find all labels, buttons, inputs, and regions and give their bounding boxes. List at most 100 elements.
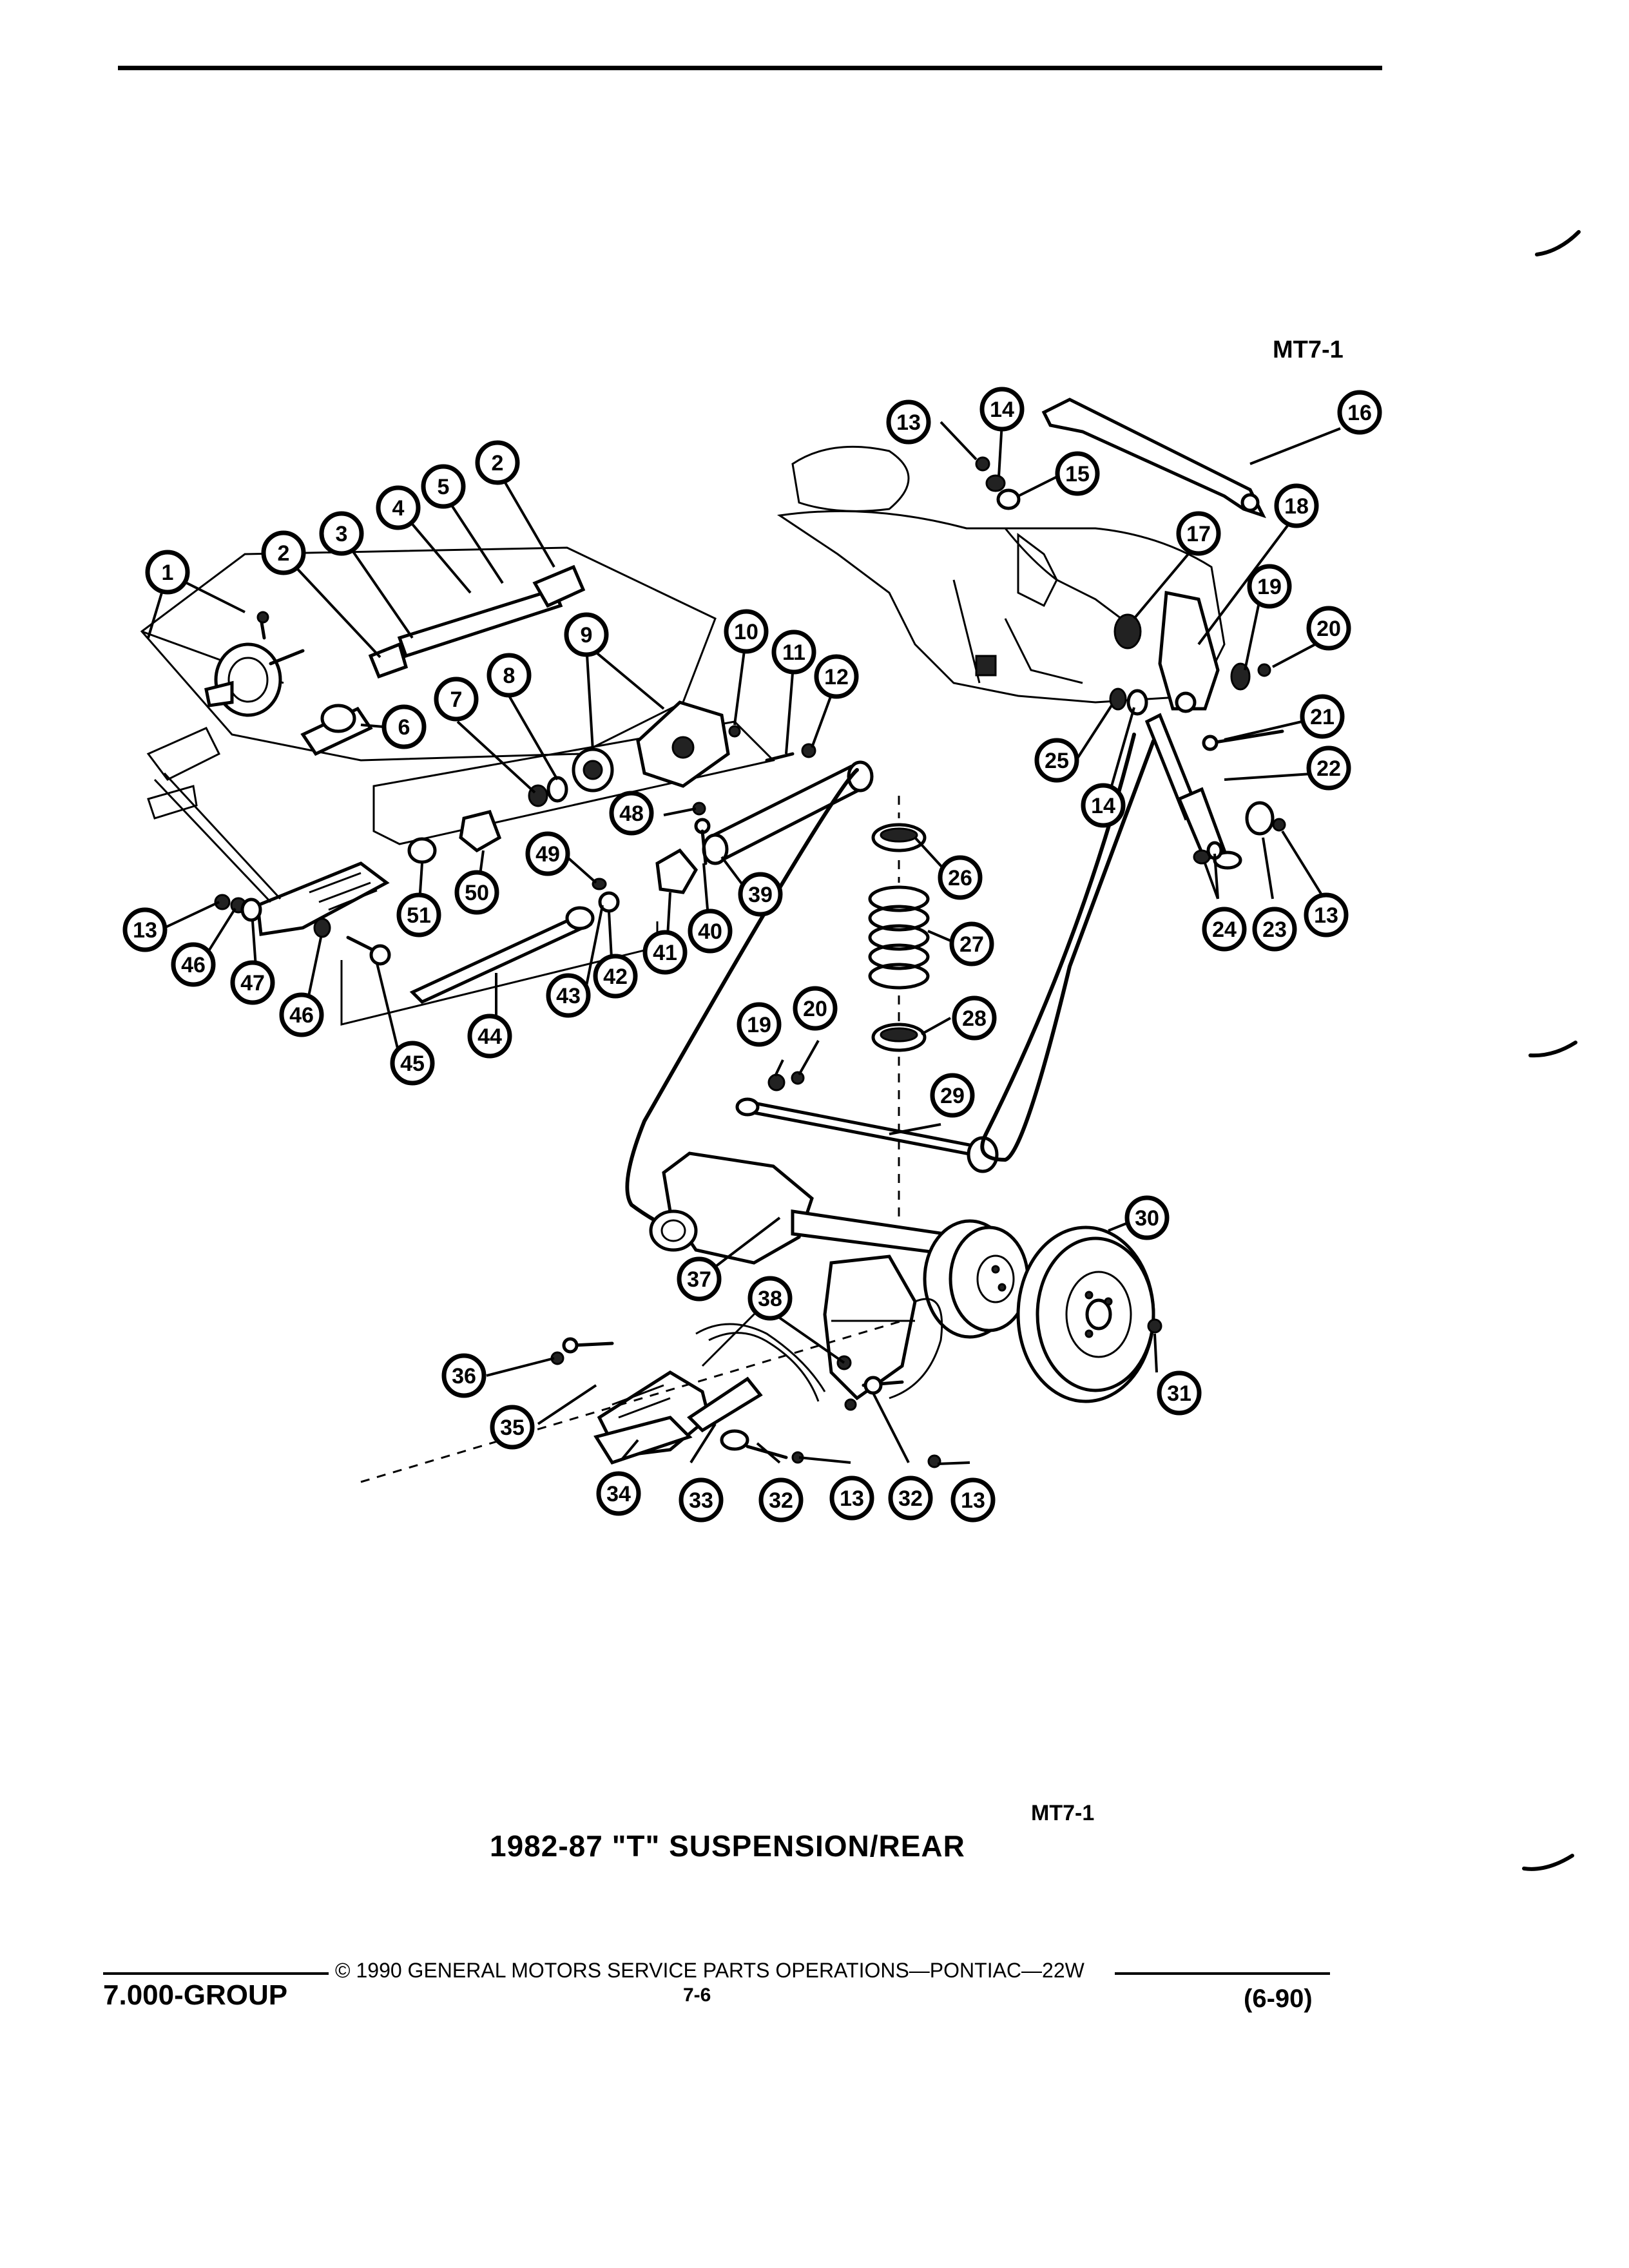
- callout-26: 26: [938, 855, 983, 900]
- callout-41: 41: [642, 930, 688, 975]
- callout-28: 28: [952, 995, 997, 1041]
- callout-32: 32: [888, 1475, 933, 1521]
- callout-44: 44: [467, 1014, 512, 1059]
- svg-text:47: 47: [240, 971, 265, 995]
- callout-20: 20: [793, 986, 838, 1031]
- page-number: 7-6: [683, 1984, 711, 2006]
- svg-text:37: 37: [687, 1267, 711, 1292]
- callout-42: 42: [593, 954, 638, 999]
- svg-text:19: 19: [747, 1013, 771, 1037]
- svg-text:40: 40: [698, 919, 722, 944]
- svg-text:7: 7: [450, 687, 463, 712]
- callout-17: 17: [1176, 511, 1221, 556]
- svg-text:49: 49: [535, 842, 560, 867]
- callout-46: 46: [171, 942, 216, 987]
- svg-text:15: 15: [1065, 462, 1090, 486]
- svg-text:17: 17: [1186, 522, 1211, 546]
- callout-30: 30: [1124, 1195, 1170, 1240]
- footer-rule-right: [1115, 1972, 1330, 1975]
- callout-35: 35: [490, 1405, 535, 1450]
- callout-15: 15: [1055, 451, 1100, 496]
- callout-19: 19: [1247, 564, 1292, 609]
- part-1-hub: [204, 642, 305, 717]
- callout-34: 34: [596, 1471, 641, 1516]
- svg-text:11: 11: [782, 640, 805, 665]
- figure-code: MT7-1: [1273, 336, 1344, 363]
- callout-8: 8: [487, 653, 532, 698]
- callout-45: 45: [390, 1041, 435, 1086]
- svg-text:14: 14: [990, 398, 1014, 422]
- callout-47: 47: [230, 960, 275, 1005]
- callout-21: 21: [1300, 694, 1345, 739]
- svg-text:25: 25: [1045, 749, 1069, 773]
- callout-11: 11: [771, 629, 816, 675]
- svg-text:44: 44: [477, 1024, 502, 1049]
- svg-text:29: 29: [940, 1084, 965, 1108]
- rear-axle-assembly: [649, 1151, 969, 1401]
- callout-51: 51: [396, 892, 441, 937]
- svg-text:39: 39: [748, 883, 773, 907]
- part-27-coil-spring: [868, 885, 930, 990]
- part-41-bracket: [655, 848, 699, 894]
- svg-text:41: 41: [653, 941, 677, 965]
- svg-text:5: 5: [438, 475, 450, 499]
- svg-text:13: 13: [896, 410, 921, 435]
- callout-27: 27: [949, 921, 994, 966]
- svg-text:10: 10: [734, 620, 758, 644]
- callout-2: 2: [261, 530, 306, 575]
- svg-text:43: 43: [556, 984, 581, 1008]
- svg-text:31: 31: [1167, 1381, 1191, 1406]
- callout-14: 14: [979, 387, 1025, 432]
- svg-text:46: 46: [289, 1003, 314, 1028]
- part-33-arm: [687, 1376, 763, 1433]
- callout-48: 48: [609, 791, 654, 836]
- svg-text:38: 38: [758, 1287, 782, 1311]
- svg-text:46: 46: [181, 953, 206, 977]
- svg-text:48: 48: [619, 802, 644, 826]
- date-code: (6-90): [1244, 1984, 1313, 2013]
- callout-1: 1: [145, 550, 190, 595]
- callout-18: 18: [1274, 483, 1319, 528]
- svg-text:16: 16: [1347, 401, 1372, 425]
- callout-5: 5: [421, 464, 466, 509]
- callout-25: 25: [1034, 738, 1079, 783]
- callout-13: 13: [950, 1477, 996, 1523]
- callout-37: 37: [677, 1256, 722, 1302]
- svg-text:26: 26: [948, 866, 972, 890]
- svg-text:2: 2: [278, 541, 290, 566]
- svg-text:13: 13: [133, 918, 157, 943]
- callout-20: 20: [1306, 606, 1351, 651]
- part-3-shaft: [397, 587, 563, 658]
- svg-text:28: 28: [962, 1006, 987, 1031]
- svg-text:22: 22: [1316, 756, 1341, 781]
- callout-6: 6: [381, 704, 427, 749]
- callout-36: 36: [441, 1353, 487, 1398]
- svg-text:8: 8: [503, 664, 516, 688]
- svg-text:20: 20: [1316, 617, 1341, 641]
- svg-text:23: 23: [1262, 918, 1287, 942]
- callout-46: 46: [279, 992, 324, 1037]
- svg-text:13: 13: [840, 1486, 864, 1511]
- brake-drum: [923, 1219, 1030, 1339]
- svg-text:13: 13: [1314, 903, 1338, 928]
- callout-13: 13: [829, 1475, 874, 1521]
- svg-text:4: 4: [392, 496, 405, 521]
- svg-text:36: 36: [452, 1364, 476, 1389]
- svg-text:42: 42: [603, 965, 628, 989]
- callout-23: 23: [1252, 907, 1297, 952]
- callout-10: 10: [724, 609, 769, 654]
- callout-13: 13: [1304, 892, 1349, 937]
- footer-rule-left: [103, 1972, 329, 1975]
- svg-text:2: 2: [492, 451, 504, 476]
- svg-text:35: 35: [500, 1416, 525, 1440]
- svg-text:20: 20: [803, 997, 827, 1021]
- svg-text:27: 27: [959, 932, 984, 957]
- callout-38: 38: [747, 1276, 793, 1321]
- callout-24: 24: [1202, 907, 1247, 952]
- callout-13: 13: [886, 399, 931, 445]
- svg-text:33: 33: [689, 1488, 713, 1513]
- svg-text:18: 18: [1284, 494, 1309, 519]
- callout-16: 16: [1337, 390, 1382, 435]
- callout-29: 29: [930, 1073, 975, 1118]
